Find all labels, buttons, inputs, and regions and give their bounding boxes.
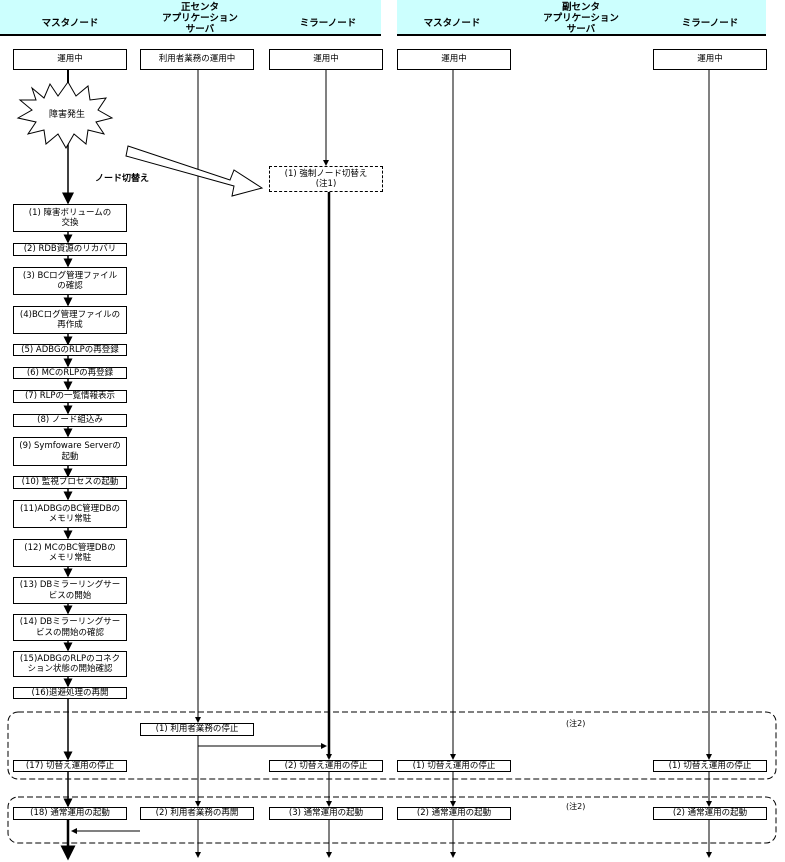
primary-center-header-rule: [0, 34, 381, 36]
master-step-1: (1) 障害ボリュームの 交換: [13, 204, 127, 232]
secondary-mirror-status-box: 運用中: [653, 49, 767, 70]
primary-center-header-band: [0, 0, 381, 34]
master-step-6: (6) MCのRLPの再登録: [13, 367, 127, 379]
group-frame-stop: [7, 711, 777, 780]
app-stop-box: (1) 利用者業務の停止: [140, 723, 254, 736]
secondary-master-normal-start-box: (2) 通常運用の起動: [397, 807, 511, 820]
primary-mirror-node-title: ミラーノード: [299, 18, 357, 29]
master-step-12: (12) MCのBC管理DBの メモリ常駐: [13, 539, 127, 567]
node-switch-arrow: [125, 145, 264, 197]
primary-master-node-title: マスタノード: [41, 18, 99, 29]
secondary-center-header-band: [397, 0, 766, 34]
master-step-13: (13) DBミラーリングサー ビスの開始: [13, 577, 127, 604]
master-step-15: (15)ADBGのRLPのコネク ション状態の開始確認: [13, 651, 127, 677]
secondary-center-title: 副センタ: [561, 2, 600, 13]
master-step-9: (9) Symfoware Serverの 起動: [13, 437, 127, 466]
master-step-8: (8) ノード組込み: [13, 414, 127, 427]
master-step-16: (16)退避処理の再開: [13, 687, 127, 699]
master-step-5: (5) ADBGのRLPの再登録: [13, 344, 127, 356]
mirror-normal-start-box: (3) 通常運用の起動: [269, 807, 383, 820]
secondary-app-server-title: アプリケーション サーバ: [543, 13, 619, 35]
secondary-master-node-title: マスタノード: [423, 18, 481, 29]
node-switch-label: ノード切替え: [95, 174, 150, 184]
secondary-mirror-node-title: ミラーノード: [681, 18, 739, 29]
master-step-2: (2) RDB資源のリカバリ: [13, 243, 127, 256]
secondary-master-status-box: 運用中: [397, 49, 511, 70]
group-frame-start: [7, 796, 777, 844]
master-step-4: (4)BCログ管理ファイルの 再作成: [13, 306, 127, 334]
fault-occurrence-label: 障害発生: [49, 110, 86, 120]
secondary-mirror-normal-start-box: (2) 通常運用の起動: [653, 807, 767, 820]
fault-burst-shape: [16, 81, 114, 150]
mirror-status-box: 運用中: [269, 49, 383, 70]
master-step-14: (14) DBミラーリングサー ビスの開始の確認: [13, 614, 127, 641]
secondary-center-header-rule: [397, 34, 766, 36]
master-step-7: (7) RLPの一覧情報表示: [13, 390, 127, 403]
app-resume-box: (2) 利用者業務の再開: [140, 807, 254, 820]
master-normal-start-box: (18) 通常運用の起動: [13, 807, 127, 820]
group-stop-note: (注2): [566, 719, 586, 728]
group-start-note: (注2): [566, 802, 586, 811]
primary-app-server-title: アプリケーション サーバ: [162, 13, 238, 35]
forced-node-switch-box: (1) 強制ノード切替え (注1): [269, 166, 383, 192]
master-step-3: (3) BCログ管理ファイル の確認: [13, 267, 127, 295]
app-status-box: 利用者業務の運用中: [140, 49, 254, 70]
master-step-11: (11)ADBGのBC管理DBの メモリ常駐: [13, 500, 127, 528]
mirror-switch-stop-box: (2) 切替え運用の停止: [269, 760, 383, 772]
master-status-box: 運用中: [13, 49, 127, 70]
primary-center-title: 正センタ: [180, 2, 219, 13]
master-switch-stop-box: (17) 切替え運用の停止: [13, 760, 127, 772]
master-step-10: (10) 監視プロセスの起動: [13, 476, 127, 489]
secondary-master-switch-stop-box: (1) 切替え運用の停止: [397, 760, 511, 772]
secondary-mirror-switch-stop-box: (1) 切替え運用の停止: [653, 760, 767, 772]
